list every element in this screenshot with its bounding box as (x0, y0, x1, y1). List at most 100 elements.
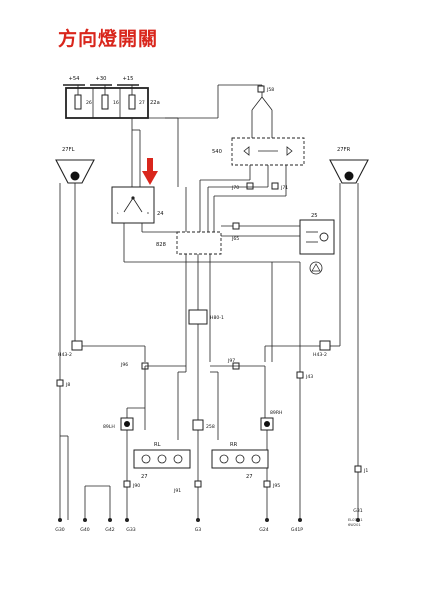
junction-j70-marker (246, 182, 254, 190)
junction-j91-label: J91 (173, 488, 181, 494)
hazard-switch-frame (231, 137, 305, 166)
side-marker-89lh: 89LH (103, 407, 145, 484)
terminal-15-label: +15 (123, 76, 134, 82)
ground-icon (83, 518, 87, 522)
ground-icon (298, 518, 302, 522)
junction-j95-label: J95 (272, 483, 280, 489)
junction-j43-label: J43 (305, 374, 313, 380)
hazard-switch-540: 540 (212, 137, 305, 187)
front-right-indicator: 27FR (329, 147, 369, 520)
side-marker-right-label: 89RH (270, 410, 283, 416)
ground-icon (356, 518, 360, 522)
svg-text:R: R (147, 211, 149, 215)
junction-j8-marker (56, 379, 64, 387)
connector-h43-2-right-label: H43-2 (313, 352, 327, 358)
ground-icon (265, 518, 269, 522)
fuse-box-frame (65, 87, 149, 119)
rear-lamp-rr: RR 27 (211, 442, 269, 480)
component-258: 258 (192, 419, 215, 484)
junction-j58-marker (257, 85, 265, 93)
junction-j90-marker (123, 480, 131, 488)
ground-g33-label: G33 (126, 527, 135, 533)
rear-lamp-rl-connector-label: 27 (141, 474, 148, 480)
ground-icon (125, 518, 129, 522)
terminal-30-label: +30 (96, 76, 107, 82)
junction-j95-marker (263, 480, 271, 488)
lamp-bulb-icon (235, 454, 245, 464)
ground-markers: G30 G40 G42 G33 G3 G24 G41P G31 (55, 508, 362, 533)
lower-wiring (185, 254, 301, 372)
terminal-54-label: +54 (69, 76, 81, 82)
arrow-right-icon (286, 146, 293, 156)
side-marker-left-label: 89LH (103, 424, 115, 430)
component-258-label: 258 (206, 424, 215, 430)
lamp-bulb-icon (251, 454, 261, 464)
junction-j96-label: J96 (120, 362, 128, 368)
front-right-label: 27FR (337, 147, 351, 153)
module-828-label: 828 (156, 242, 166, 248)
ground-g24-label: G24 (259, 527, 268, 533)
connector-h43-2-right: H43-2 (264, 340, 340, 362)
fuse-16-label: 16 (113, 100, 119, 106)
junction-j65-label: J65 (231, 236, 239, 242)
connector-h43-2-left-label: H43-2 (58, 352, 72, 358)
warning-triangle-icon (309, 261, 323, 275)
diagram-code-line-2: 6W201 (348, 523, 361, 527)
junction-j97-label: J97 (227, 358, 235, 364)
ground-g30-label: G30 (55, 527, 64, 533)
side-marker-89rh: 89RH (260, 410, 283, 484)
junction-j65-marker (232, 222, 240, 230)
ground-icon (196, 518, 200, 522)
lamp-bulb-icon (219, 454, 229, 464)
ground-icon (58, 518, 62, 522)
ground-g42-label: G42 (105, 527, 114, 533)
rear-lamp-rl-label: RL (154, 442, 161, 448)
rear-lamp-rr-label: RR (230, 442, 238, 448)
svg-text:L: L (117, 211, 119, 215)
turn-signal-switch-label: 24 (157, 211, 164, 217)
relay-coil-icon (319, 232, 329, 242)
fuse-box-22a: 26 16 27 22a (65, 85, 160, 119)
front-left-label: 27FL (62, 147, 75, 153)
connector-h80-1: H80-1 (188, 309, 224, 362)
lamp-bulb-icon (264, 421, 270, 427)
flasher-relay-frame (299, 219, 335, 255)
lamp-bulb-icon (173, 454, 183, 464)
ground-g40-label: G40 (80, 527, 89, 533)
rear-lamp-rl-frame (133, 449, 191, 469)
lamp-bulb-icon (141, 454, 151, 464)
turn-signal-switch-frame (111, 186, 155, 224)
connector-h80-1-label: H80-1 (210, 315, 224, 321)
fuse-icon (74, 94, 82, 110)
flasher-relay-label: 25 (311, 213, 318, 219)
fuse-27-label: 27 (139, 100, 145, 106)
module-828: 828 (124, 231, 300, 263)
junction-j58-label: J58 (266, 87, 274, 93)
ground-g41p-label: G41P (291, 527, 303, 533)
ground-g31-label: G31 (353, 508, 362, 514)
turn-signal-switch-24: 24 L R (111, 186, 164, 262)
junction-j70-label: J70 (231, 185, 239, 191)
module-828-frame (176, 231, 222, 255)
connector-h43-2-right-frame (319, 340, 331, 351)
rear-bus-wiring (144, 362, 266, 440)
connector-h43-2-left-frame (71, 340, 83, 351)
lamp-bulb-icon (70, 171, 80, 181)
switch-pivot-icon (131, 196, 135, 200)
rear-lamp-rr-connector-label: 27 (246, 474, 253, 480)
ground-wiring (60, 435, 268, 520)
lamp-bulb-icon (124, 421, 130, 427)
junction-j1-marker (354, 465, 362, 473)
fuse-26-label: 26 (86, 100, 92, 106)
diagram-code-line-1: EL07-11 (348, 518, 363, 522)
ground-g3-label: G3 (195, 527, 202, 533)
red-down-arrow-icon (142, 158, 158, 185)
connector-h80-1-frame (188, 309, 208, 325)
front-left-indicator: 27FL (55, 147, 95, 520)
junction-j91-marker (194, 480, 202, 488)
rear-lamp-rr-frame (211, 449, 269, 469)
lamp-bulb-icon (344, 171, 354, 181)
power-supply: +54 +30 +15 (63, 76, 139, 86)
